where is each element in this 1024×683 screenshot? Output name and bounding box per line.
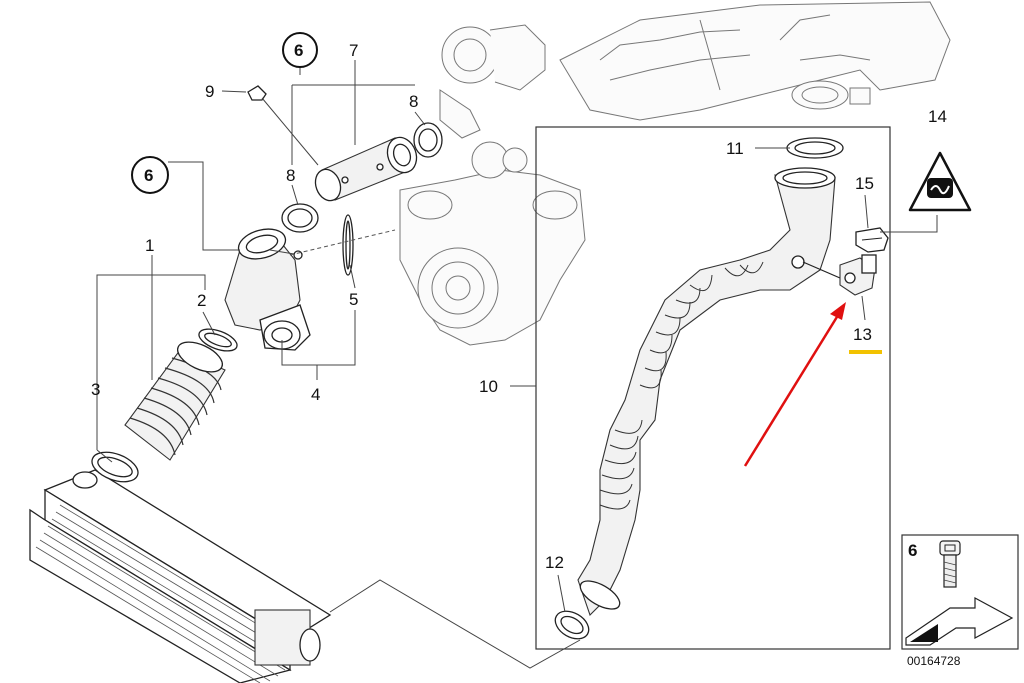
callout-13: 13 (853, 325, 872, 344)
elbow-pipe-assembly-4 (224, 228, 311, 351)
callout-9: 9 (205, 82, 214, 101)
callout-6-circled-lower: 6 (131, 156, 169, 194)
seal-12 (554, 610, 590, 640)
callout-10: 10 (479, 377, 498, 396)
charge-air-hose-1 (124, 341, 226, 461)
bolt-icon (939, 540, 961, 588)
callout-11: 11 (726, 139, 744, 158)
callout-14: 14 (928, 107, 947, 126)
callout-8-lower: 8 (286, 166, 295, 185)
reference-code: 00164728 (907, 654, 961, 668)
intercooler (29, 469, 332, 683)
callout-8-upper: 8 (409, 92, 418, 111)
seal-2 (198, 328, 238, 352)
callout-1: 1 (145, 236, 154, 255)
warning-triangle-icon (908, 151, 972, 212)
charge-pipe-7 (314, 136, 418, 202)
leader-lines (96, 60, 938, 669)
callout-4: 4 (311, 385, 320, 404)
charge-pipe-10 (577, 167, 841, 617)
callout-labels: 1 2 3 4 5 6 6 7 8 8 9 10 11 12 13 14 15 (91, 32, 947, 572)
clip-15 (855, 227, 889, 253)
gasket-3 (91, 451, 139, 483)
gasket-8-lower (281, 203, 319, 233)
callout-7: 7 (349, 41, 358, 60)
legend-part-number: 6 (908, 541, 917, 560)
callout-6-a: 6 (144, 166, 153, 185)
highlight-arrow (743, 302, 846, 467)
group-frame-10 (535, 126, 891, 650)
turbocharger-lower-ghost (399, 141, 586, 346)
callout-2: 2 (197, 291, 206, 310)
direction-arrow-icon (905, 596, 1014, 646)
callout-3: 3 (91, 380, 100, 399)
gasket-5 (342, 214, 354, 276)
screw-9 (247, 85, 267, 101)
gasket-8-upper (413, 122, 443, 158)
seal-11 (786, 137, 844, 159)
callout-12: 12 (545, 553, 564, 572)
callout-5: 5 (349, 290, 358, 309)
callout-6-circled-upper: 6 (282, 32, 318, 68)
callout-6-b: 6 (294, 41, 303, 60)
turbocharger-upper-ghost (439, 24, 546, 139)
pressure-sensor-13 (839, 254, 877, 296)
callout-15: 15 (855, 174, 874, 193)
highlight-underline-13 (849, 350, 882, 354)
intake-manifold-ghost (559, 1, 951, 121)
legend-box: 6 (901, 534, 1019, 650)
